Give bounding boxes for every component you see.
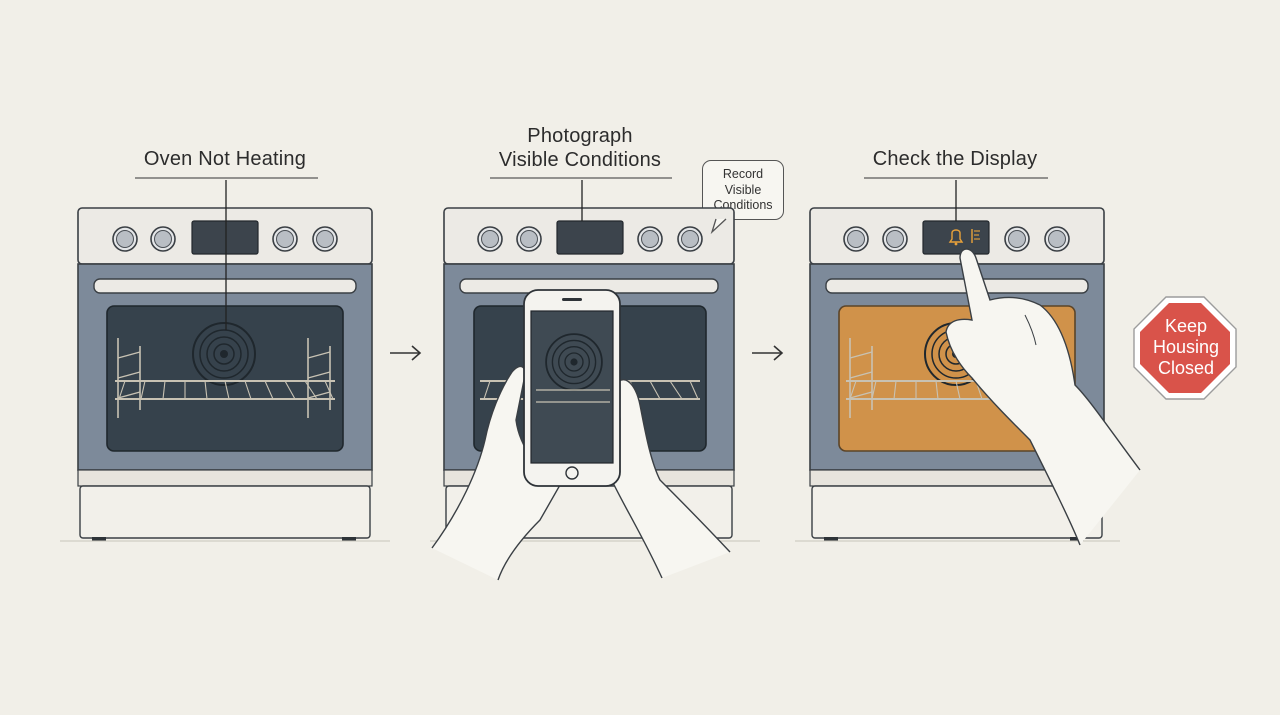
oven-1-knob-2 bbox=[150, 226, 176, 252]
callout-line-2: Visible bbox=[724, 182, 762, 197]
arrow-2 bbox=[752, 345, 784, 361]
pointing-hand bbox=[945, 248, 1141, 546]
oven-1-knob-4 bbox=[312, 226, 338, 252]
phone-home-button bbox=[565, 466, 579, 480]
oven-2-knob-1 bbox=[477, 226, 503, 252]
panel-3-title: Check the Display bbox=[872, 148, 1038, 170]
arrow-1 bbox=[390, 345, 422, 361]
panel-2-title-line2: Visible Conditions bbox=[498, 149, 662, 171]
callout-tail bbox=[710, 218, 727, 235]
warning-line-3: Closed bbox=[1157, 358, 1215, 378]
warning-line-2: Housing bbox=[1152, 337, 1220, 357]
oven-3-knob-3 bbox=[1004, 226, 1030, 252]
oven-1 bbox=[60, 177, 390, 542]
callout-bubble: Record Visible Conditions bbox=[702, 160, 784, 220]
oven-1-display bbox=[191, 220, 259, 255]
oven-2-knob-3 bbox=[637, 226, 663, 252]
temperature-icon bbox=[971, 229, 980, 243]
panel-2-title: Photograph Visible Conditions bbox=[455, 124, 705, 172]
panel-1-title: Oven Not Heating bbox=[143, 148, 307, 170]
oven-3-display bbox=[922, 220, 990, 255]
oven-3-knob-1 bbox=[843, 226, 869, 252]
oven-3-knob-4 bbox=[1044, 226, 1070, 252]
warning-stop-sign bbox=[1133, 296, 1237, 400]
oven-2-knob-2 bbox=[516, 226, 542, 252]
oven-1-knob-1 bbox=[112, 226, 138, 252]
phone bbox=[523, 289, 621, 487]
oven-1-handle bbox=[93, 278, 357, 294]
oven-1-knob-3 bbox=[272, 226, 298, 252]
warning-line-1: Keep bbox=[1164, 316, 1208, 336]
oven-3-knob-2 bbox=[882, 226, 908, 252]
warning-sign-text: Keep Housing Closed bbox=[1140, 316, 1232, 379]
phone-screen bbox=[530, 310, 614, 464]
oven-2-display bbox=[556, 220, 624, 255]
oven-2-knob-4 bbox=[677, 226, 703, 252]
bell-icon bbox=[948, 229, 964, 246]
oven-3-handle bbox=[825, 278, 1089, 294]
callout-line-1: Record bbox=[722, 167, 764, 181]
panel-2-title-line1: Photograph bbox=[527, 125, 633, 147]
